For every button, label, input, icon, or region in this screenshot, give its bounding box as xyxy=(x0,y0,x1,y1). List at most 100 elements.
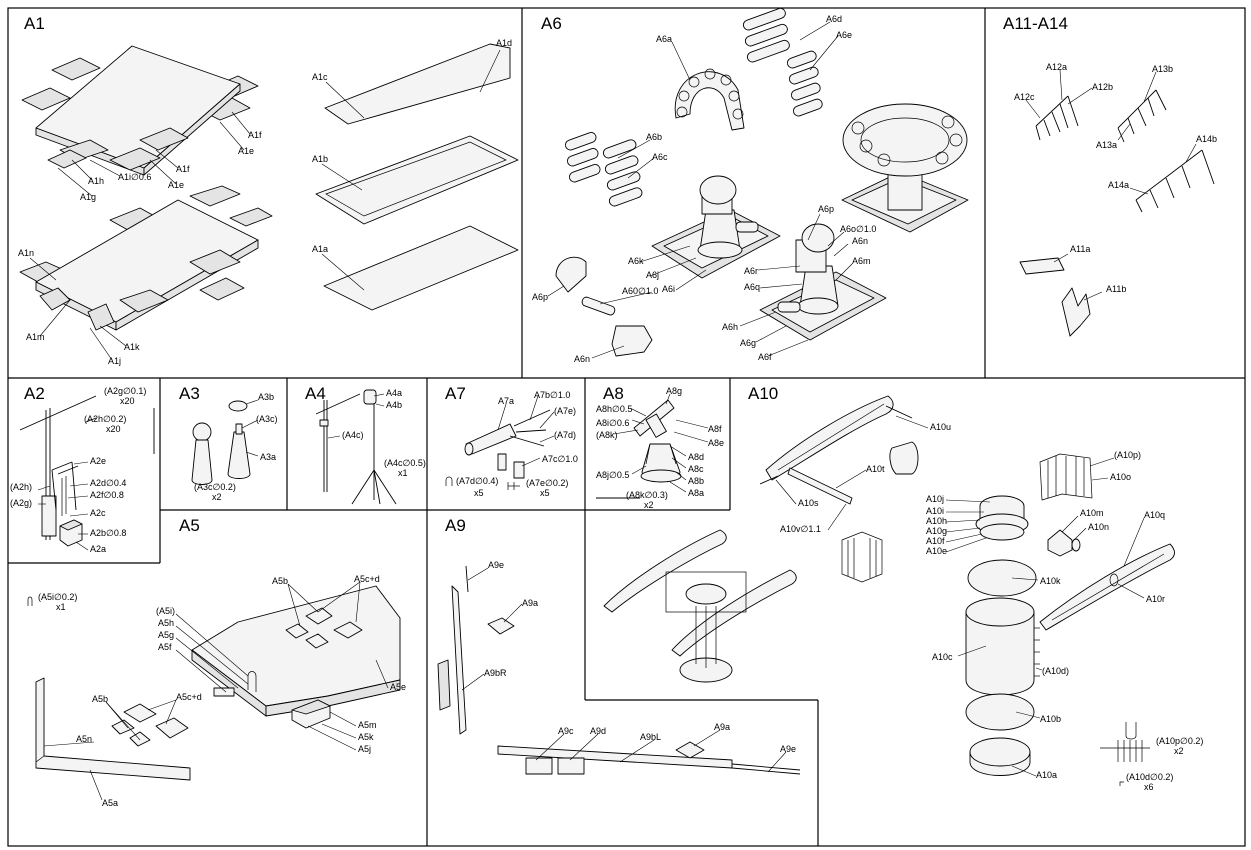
label-a6c: A6c xyxy=(652,152,668,162)
label-a10q: A10q xyxy=(1144,510,1165,520)
label-a5g: A5g xyxy=(158,630,174,640)
label-a1e-1: A1e xyxy=(238,146,254,156)
label-a5m: A5m xyxy=(358,720,377,730)
label-a8h: A8h∅0.5 xyxy=(596,404,632,414)
label-a3a: A3a xyxy=(260,452,276,462)
label-a1n: A1n xyxy=(18,248,34,258)
a6b-a6c-tubes xyxy=(564,132,643,207)
label-a5f: A5f xyxy=(158,642,172,652)
label-a3b: A3b xyxy=(258,392,274,402)
label-a9d: A9d xyxy=(590,726,606,736)
a11a-part xyxy=(1019,257,1065,275)
label-a5a: A5a xyxy=(102,798,118,808)
label-a1i: A1i∅0.6 xyxy=(118,172,151,182)
label-a6h: A6h xyxy=(722,322,738,332)
label-a10d-qty: x6 xyxy=(1144,782,1154,792)
label-a10p-dia: (A10p∅0.2) xyxy=(1156,736,1203,746)
label-a9bR: A9bR xyxy=(484,668,507,678)
label-a10f: A10f xyxy=(926,536,945,546)
label-a1e-2: A1e xyxy=(168,180,184,190)
section-title-a7: A7 xyxy=(445,384,466,403)
label-a5b-1: A5b xyxy=(272,576,288,586)
label-a1g: A1g xyxy=(80,192,96,202)
label-a12c: A12c xyxy=(1014,92,1035,102)
a10k-part xyxy=(967,559,1037,597)
label-a7d: (A7d) xyxy=(554,430,576,440)
label-a11a: A11a xyxy=(1070,244,1090,254)
label-a6f: A6f xyxy=(758,352,772,362)
label-a2b: A2b∅0.8 xyxy=(90,528,126,538)
label-a6b: A6b xyxy=(646,132,662,142)
a12-part xyxy=(1035,95,1079,141)
a6-drawing xyxy=(547,7,969,359)
label-a8b: A8b xyxy=(688,476,704,486)
a10p-part xyxy=(1039,453,1093,501)
label-a6m: A6m xyxy=(852,256,871,266)
label-a1f-2: A1f xyxy=(176,164,190,174)
a1-lower-platform xyxy=(19,185,273,331)
label-a9c: A9c xyxy=(558,726,574,736)
label-a1h: A1h xyxy=(88,176,104,186)
a1b-part xyxy=(315,135,519,225)
a6p-part xyxy=(555,256,587,293)
label-a6q: A6q xyxy=(744,282,760,292)
label-a60: A60∅1.0 xyxy=(622,286,658,296)
a11-a14-drawing xyxy=(1019,69,1215,337)
label-a11b: A11b xyxy=(1106,284,1126,294)
label-a10o: A10o xyxy=(1110,472,1131,482)
a6-mount-center xyxy=(651,175,781,279)
a10b-part xyxy=(965,693,1035,731)
a9bR-part xyxy=(451,585,467,735)
label-a6k: A6k xyxy=(628,256,644,266)
label-a5k: A5k xyxy=(358,732,374,742)
a10-drawing xyxy=(603,395,1175,786)
label-a10p-qty: x2 xyxy=(1174,746,1184,756)
label-a10g: A10g xyxy=(926,526,947,536)
label-a5i-qty: x1 xyxy=(56,602,66,612)
label-a1c: A1c xyxy=(312,72,328,82)
label-a6d: A6d xyxy=(826,14,842,24)
a9a-part-1 xyxy=(487,617,515,635)
label-a10c: A10c xyxy=(932,652,953,662)
section-title-a11-a14: A11-A14 xyxy=(1003,14,1068,33)
label-a5b-2: A5b xyxy=(92,694,108,704)
label-a9bL: A9bL xyxy=(640,732,661,742)
label-a4c-dia: (A4c∅0.5) xyxy=(384,458,426,468)
label-a2f: A2f∅0.8 xyxy=(90,490,124,500)
label-a2a: A2a xyxy=(90,544,106,554)
label-a7b: A7b∅1.0 xyxy=(534,390,570,400)
section-title-a6: A6 xyxy=(541,14,562,33)
a2-drawing xyxy=(19,395,155,551)
label-a8k-qty: x2 xyxy=(644,500,654,510)
a9a-part-2 xyxy=(675,741,705,759)
label-a10p: (A10p) xyxy=(1114,450,1141,460)
a10-assembled xyxy=(603,529,797,683)
a8-drawing xyxy=(596,393,709,499)
label-a10i: A10i xyxy=(926,506,944,516)
label-a10u: A10u xyxy=(930,422,951,432)
label-a9a-1: A9a xyxy=(522,598,538,608)
label-a5h: A5h xyxy=(158,618,174,628)
label-a7e-dia: (A7e∅0.2) xyxy=(526,478,568,488)
section-title-a8: A8 xyxy=(603,384,624,403)
label-a7d-dia: (A7d∅0.4) xyxy=(456,476,498,486)
label-a4a: A4a xyxy=(386,388,402,398)
a3-drawing xyxy=(191,399,259,485)
label-a10k: A10k xyxy=(1040,576,1061,586)
label-a1d: A1d xyxy=(496,38,512,48)
label-a10j: A10j xyxy=(926,494,944,504)
label-a6n-1: A6n xyxy=(852,236,868,246)
label-a10v: A10v∅1.1 xyxy=(780,524,821,534)
label-a2h-dia: (A2h∅0.2) xyxy=(84,414,126,424)
a6-launcher-assembled xyxy=(841,103,969,233)
a4-drawing xyxy=(315,389,397,505)
a6d-tubes xyxy=(742,7,823,117)
label-a1b: A1b xyxy=(312,154,328,164)
a60-part xyxy=(581,296,616,316)
label-a10e: A10e xyxy=(926,546,947,556)
a9-drawing xyxy=(437,565,801,775)
label-a9a-2: A9a xyxy=(714,722,730,732)
a13-part xyxy=(1117,89,1167,143)
label-a8k: (A8k) xyxy=(596,430,618,440)
a1-upper-platform xyxy=(21,45,259,176)
